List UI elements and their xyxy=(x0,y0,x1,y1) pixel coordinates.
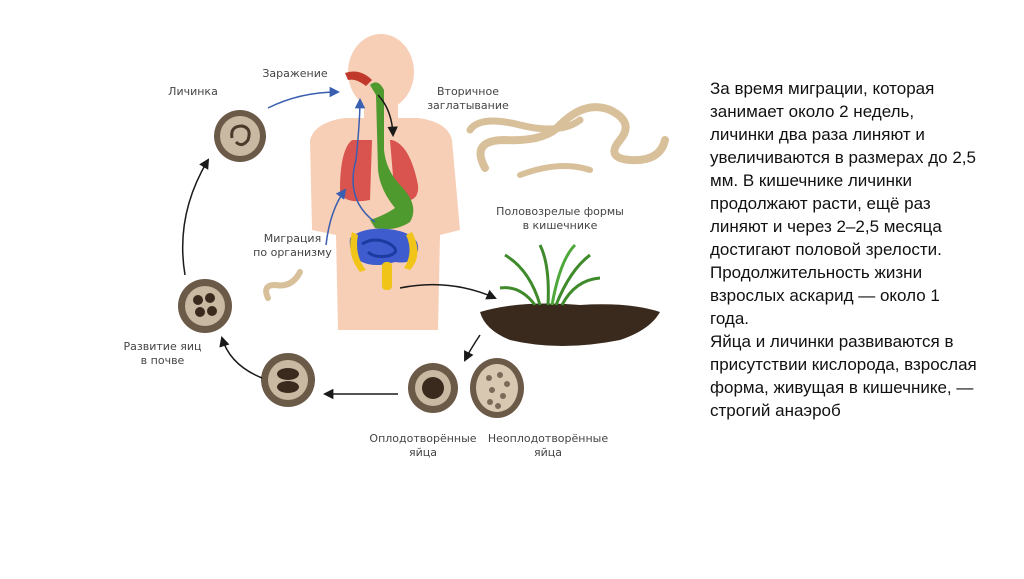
description-paragraph-1: За время миграции, которая занимает окол… xyxy=(710,79,976,259)
label-unfertilized-eggs: Неоплодотворённые яйца xyxy=(487,432,609,459)
developing-egg xyxy=(178,279,232,333)
migrating-larva xyxy=(263,269,303,301)
label-larva: Личинка xyxy=(168,85,218,98)
label-secondary-swallowing: Вторичное заглатывание xyxy=(427,85,509,112)
arrow-infection xyxy=(267,86,341,109)
migration-path-2 xyxy=(325,188,347,246)
soil xyxy=(480,303,660,346)
arrow-soil-to-eggs xyxy=(464,334,481,362)
arrow-to-soil xyxy=(399,283,497,300)
description-paragraph-2: Продолжительность жизни взрослых аскарид… xyxy=(710,263,940,328)
fertilized-egg xyxy=(408,363,458,413)
label-fertilized-eggs: Оплодотворённые яйца xyxy=(369,432,477,459)
description-text: За время миграции, которая занимает окол… xyxy=(710,77,980,422)
grass xyxy=(499,243,601,306)
label-migration: Миграция по организму xyxy=(253,232,332,259)
digestive-tract xyxy=(345,71,414,230)
migration-path xyxy=(352,97,376,223)
label-egg-development: Развитие яиц в почве xyxy=(123,340,202,367)
swallow-arrow xyxy=(377,94,398,138)
label-infection: Заражение xyxy=(262,67,328,80)
larva-egg xyxy=(214,110,266,162)
arrow-egg-development xyxy=(219,335,263,379)
adult-worm xyxy=(466,103,669,178)
unfertilized-egg xyxy=(470,358,524,418)
arrow-egg-to-larva xyxy=(181,158,210,276)
label-adult-forms: Половозрелые формы в кишечнике xyxy=(496,205,624,232)
description-paragraph-3: Яйца и личинки развиваются в присутствии… xyxy=(710,332,977,420)
fertilized-egg-2cell xyxy=(261,353,315,407)
intestines xyxy=(349,228,419,290)
